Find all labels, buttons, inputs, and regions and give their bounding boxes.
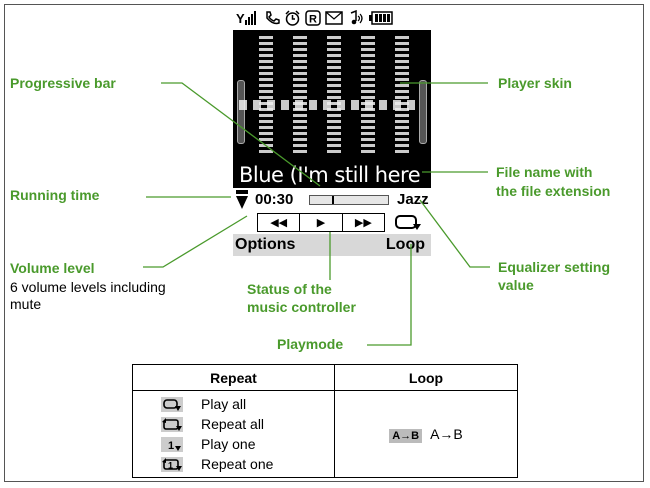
rewind-icon[interactable]: ◀◀ <box>258 214 301 231</box>
message-icon <box>325 9 343 27</box>
volume-level-icon <box>236 190 250 215</box>
equalizer-band <box>361 36 375 156</box>
equalizer-band <box>259 36 273 156</box>
battery-icon <box>369 9 393 27</box>
repeat-all-label: Repeat all <box>201 416 265 432</box>
label-progressive-bar: Progressive bar <box>10 75 116 91</box>
list-item: 1 Play one <box>133 434 334 454</box>
loop-softkey[interactable]: Loop <box>385 236 425 253</box>
skin-midline <box>239 100 425 110</box>
equalizer-band <box>395 36 409 156</box>
label-playmode: Playmode <box>277 336 344 352</box>
header-repeat: Repeat <box>132 364 335 391</box>
label-equalizer-line1: Equalizer setting <box>498 259 611 275</box>
fast-forward-icon[interactable]: ▶▶ <box>354 217 372 229</box>
label-equalizer-line2: value <box>498 277 534 293</box>
playmode-legend-table: Repeat Loop Play all Repeat all 1 Play o <box>132 364 518 478</box>
list-item: Play all <box>133 394 334 414</box>
repeat-all-icon <box>161 416 183 432</box>
play-all-icon <box>161 396 183 412</box>
label-music-controller-line1: Status of the <box>247 281 332 297</box>
list-item: Repeat all <box>133 414 334 434</box>
roaming-icon: R <box>305 9 321 27</box>
play-icon[interactable]: ▶ <box>300 214 343 231</box>
ab-loop-icon: A→B <box>389 428 423 443</box>
label-volume-level: Volume level <box>10 260 95 276</box>
song-title: Blue (I'm still here <box>233 162 431 188</box>
repeat-cell: Play all Repeat all 1 Play one 1 Repeat … <box>132 390 335 478</box>
progressive-bar <box>309 195 389 205</box>
equalizer-band <box>293 36 307 156</box>
play-one-label: Play one <box>201 436 256 452</box>
repeat-one-icon: 1 <box>161 456 183 472</box>
header-loop: Loop <box>334 364 518 391</box>
play-all-label: Play all <box>201 396 247 412</box>
phone-screen: Y R Blue (I'm still here <box>233 6 431 256</box>
music-controller: ◀◀ ▶ ▶▶ <box>233 212 431 234</box>
label-player-skin: Player skin <box>498 75 572 91</box>
svg-text:R: R <box>309 14 317 26</box>
repeat-one-label: Repeat one <box>201 456 274 472</box>
info-row: 00:30 Jazz <box>233 188 431 212</box>
figure-frame <box>4 4 644 482</box>
music-playing-icon <box>347 9 365 27</box>
label-running-time: Running time <box>10 187 100 203</box>
skin-left-handle <box>237 80 245 144</box>
label-file-name-line2: the file extension <box>496 183 611 199</box>
alarm-clock-icon <box>284 9 301 27</box>
skin-right-handle <box>419 80 427 144</box>
playmode-icon <box>395 214 423 237</box>
list-item: 1 Repeat one <box>133 454 334 474</box>
ab-loop-label: A→B <box>430 425 463 442</box>
equalizer-value: Jazz <box>397 191 429 208</box>
player-skin <box>233 30 431 160</box>
options-softkey[interactable]: Options <box>235 236 296 253</box>
equalizer-band <box>327 36 341 156</box>
call-icon <box>264 9 280 27</box>
running-time: 00:30 <box>255 191 294 208</box>
softkey-bar: Options Loop <box>233 234 431 256</box>
svg-text:Y: Y <box>236 11 245 26</box>
svg-text:1: 1 <box>168 460 173 470</box>
label-music-controller-line2: music controller <box>247 299 356 315</box>
controller-frame: ◀◀ ▶ ▶▶ <box>257 213 385 232</box>
loop-cell: A→B A→B <box>334 390 518 478</box>
signal-strength-icon: Y <box>236 9 260 27</box>
volume-desc-line1: 6 volume levels including <box>10 279 166 295</box>
label-file-name-line1: File name with <box>496 164 593 180</box>
volume-desc-line2: mute <box>10 296 42 312</box>
play-one-icon: 1 <box>161 436 183 452</box>
svg-text:1: 1 <box>168 440 174 452</box>
status-bar: Y R <box>233 6 431 30</box>
